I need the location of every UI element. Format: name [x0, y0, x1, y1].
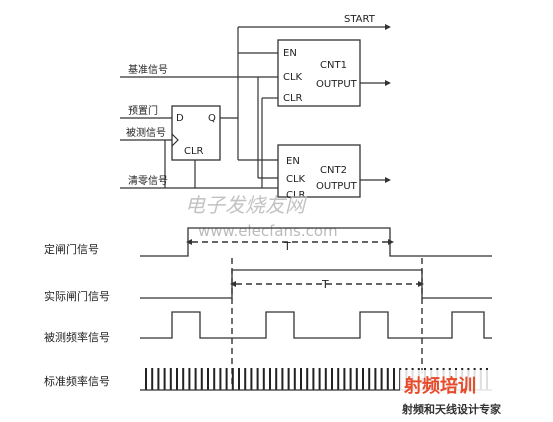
preset-gate-label: 预置门	[128, 104, 158, 117]
base-signal-label: 基准信号	[128, 63, 168, 76]
watermark-en: www.elecfans.com	[198, 222, 338, 240]
cnt2-clk-pin: CLK	[286, 174, 306, 185]
brand-line1: 射频培训	[403, 375, 476, 397]
dff-clr-pin: CLR	[184, 146, 204, 157]
period-label-fixed: T	[283, 240, 291, 253]
cnt2-output: OUTPUT	[316, 181, 358, 192]
measured-signal-label: 被测信号	[126, 126, 166, 139]
cnt1-clr-pin: CLR	[283, 93, 303, 104]
cnt1-name: CNT1	[320, 60, 347, 71]
cnt2-en-pin: EN	[286, 156, 300, 167]
brand-line2: 射频和天线设计专家	[401, 402, 502, 416]
period-label-actual: T	[321, 278, 329, 291]
dff-q-pin: Q	[208, 113, 216, 124]
dff-d-pin: D	[176, 113, 184, 124]
row-label-actual-gate: 实际闸门信号	[44, 289, 110, 303]
cnt2-clr-pin: CLR	[286, 190, 306, 201]
watermark-cn: 电子发烧友网	[185, 193, 308, 217]
cnt1-output: OUTPUT	[316, 79, 358, 90]
start-label: START	[344, 14, 376, 25]
cnt2-box	[277, 144, 361, 198]
row-label-measured: 被测频率信号	[44, 330, 110, 344]
row-label-standard: 标准频率信号	[44, 374, 110, 388]
cnt1-box	[277, 39, 361, 107]
cnt1-clk-pin: CLK	[283, 72, 303, 83]
clear-signal-label: 清零信号	[128, 174, 168, 187]
row-label-fixed-gate: 定闸门信号	[44, 242, 99, 256]
dff-box	[171, 105, 221, 161]
cnt1-en-pin: EN	[283, 48, 297, 59]
cnt2-name: CNT2	[320, 165, 347, 176]
